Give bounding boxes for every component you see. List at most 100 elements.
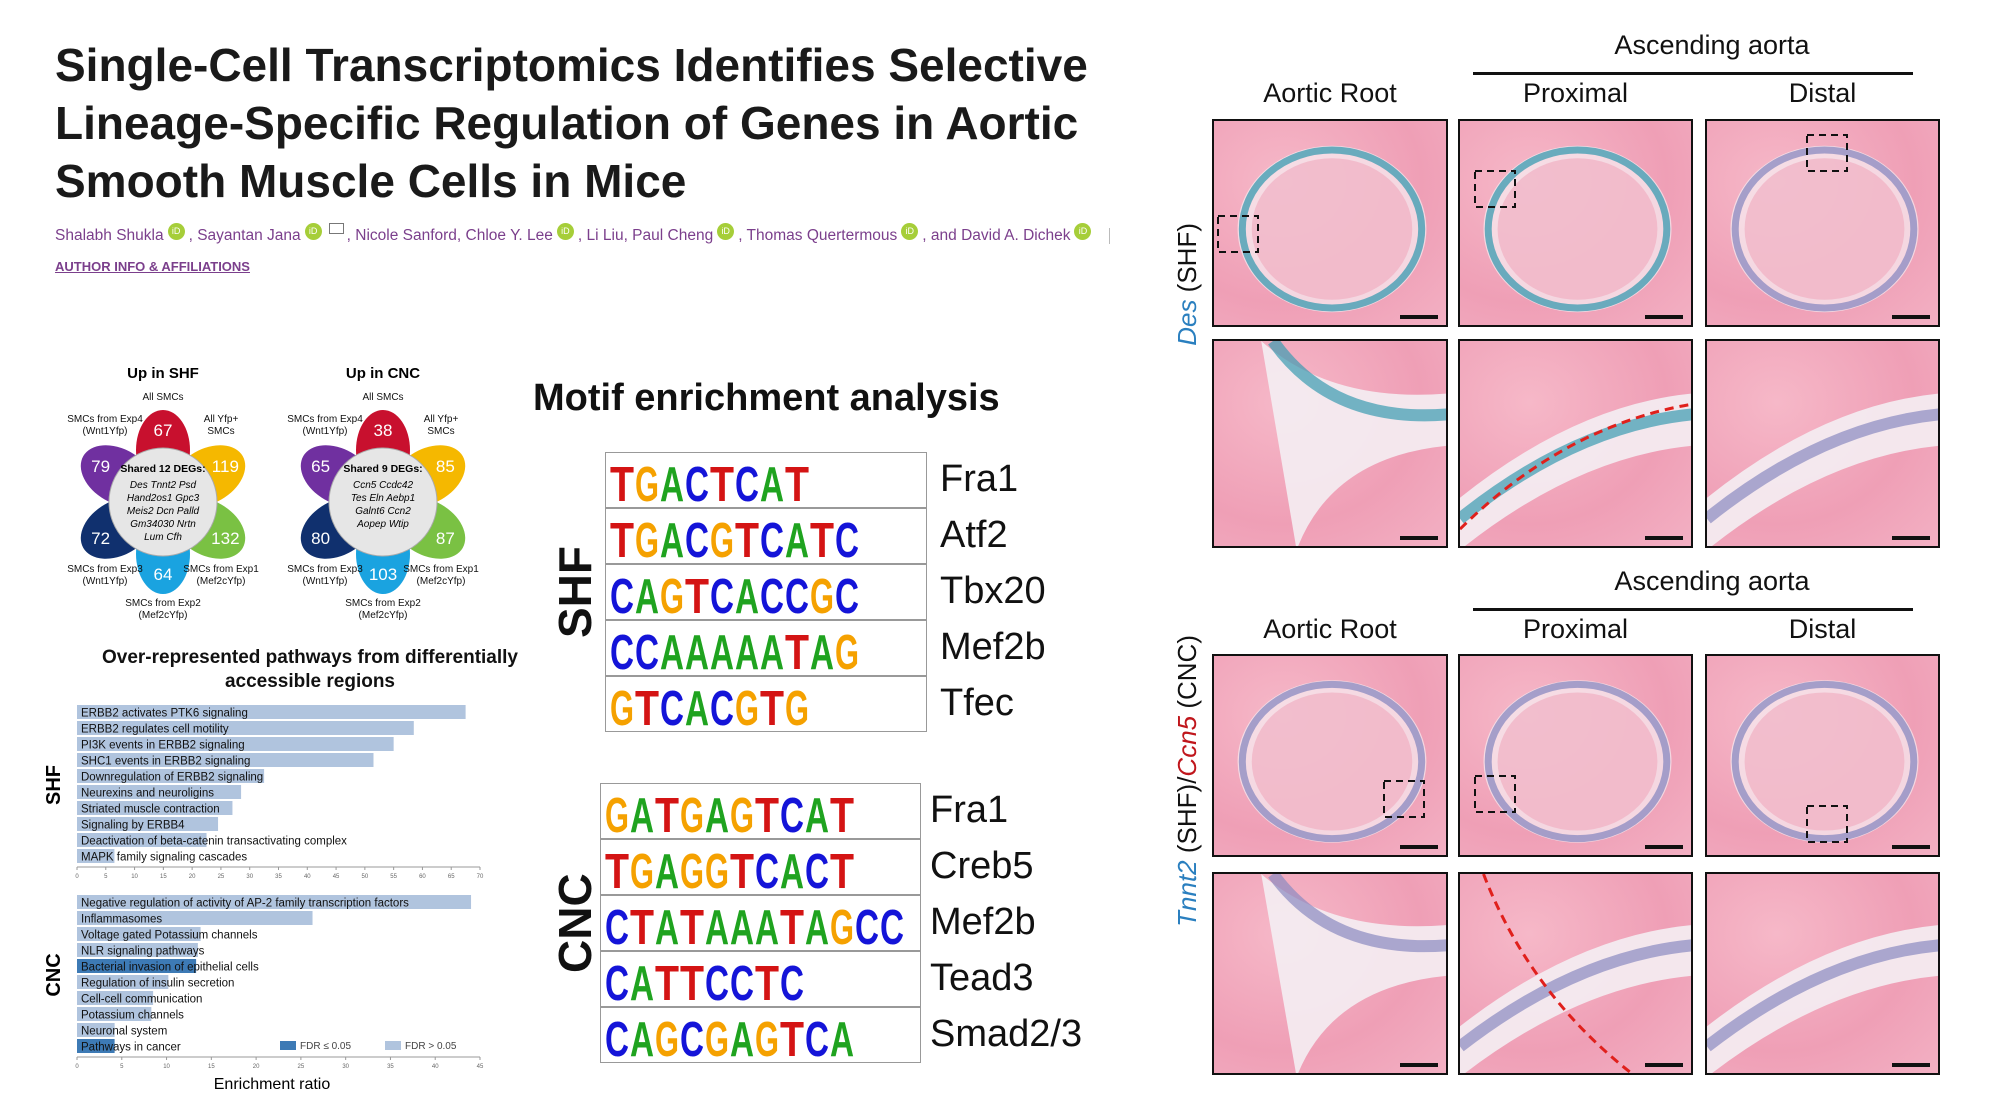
petal-count: 65: [311, 457, 330, 476]
motif-letter: A: [630, 1012, 654, 1060]
author-info-link[interactable]: AUTHOR INFO & AFFILIATIONS: [55, 259, 250, 274]
x-tick-label: 70: [477, 874, 484, 880]
x-tick-label: 45: [477, 1064, 484, 1070]
bar: [77, 959, 197, 973]
boundary-line: [1482, 874, 1634, 1073]
motif-letter: C: [710, 681, 734, 729]
gene-label: Des: [1172, 299, 1202, 346]
motif-name: Fra1: [940, 458, 1019, 500]
author-link[interactable]: Li Liu, Paul Cheng: [586, 227, 714, 244]
shared-title: Shared 9 DEGs:: [343, 463, 422, 475]
scale-bar: [1400, 1063, 1438, 1067]
motif-letter: A: [785, 513, 809, 561]
shared-gene-line: Des Tnnt2 Psd: [130, 480, 197, 491]
venn-center-circle: [328, 447, 438, 557]
bar: [77, 927, 201, 941]
gene-label: Ccn5: [1172, 715, 1202, 777]
x-tick-label: 50: [362, 874, 369, 880]
motif-name: Tead3: [930, 957, 1034, 999]
x-tick-label: 65: [448, 874, 455, 880]
bar: [77, 833, 207, 847]
author-link[interactable]: Thomas Quertermous: [746, 227, 898, 244]
motif-name: Tbx20: [940, 570, 1046, 612]
x-tick-label: 40: [432, 1064, 439, 1070]
x-tick-label: 20: [189, 874, 196, 880]
orcid-icon[interactable]: iD: [901, 222, 919, 240]
motif-letter: G: [635, 513, 659, 561]
motif-letter: C: [730, 956, 754, 1004]
zoom-region-box: [1217, 215, 1259, 253]
motif-name: Mef2b: [930, 901, 1036, 943]
x-tick-label: 45: [333, 874, 340, 880]
orcid-icon[interactable]: iD: [1074, 222, 1092, 240]
column-header: Distal: [1788, 614, 1857, 644]
motif-letter: C: [605, 900, 629, 948]
column-header: Aortic Root: [1263, 614, 1397, 644]
petal-count: 80: [311, 529, 330, 548]
shared-gene-line: Tes Eln Aebp1: [351, 493, 415, 504]
motif-letter: C: [855, 900, 879, 948]
bar: [77, 1007, 152, 1021]
motif-letter: A: [755, 900, 779, 948]
scale-bar: [1400, 315, 1438, 319]
email-icon[interactable]: [328, 222, 344, 234]
motif-letter: C: [735, 457, 759, 505]
histology-zoom-image: [1212, 872, 1448, 1075]
author-link[interactable]: Shalabh Shukla: [55, 227, 164, 244]
author-link[interactable]: Sayantan Jana: [197, 227, 301, 244]
motif-name: Atf2: [940, 514, 1008, 556]
motif-letter: A: [805, 900, 829, 948]
x-tick-label: 30: [342, 1064, 349, 1070]
petal-label: SMCs from Exp2 (Mef2cYfp): [345, 598, 421, 621]
bar: [77, 705, 466, 719]
x-tick-label: 0: [75, 874, 79, 880]
motif-letter: C: [805, 1012, 829, 1060]
scale-bar: [1645, 845, 1683, 849]
motif-letter: G: [630, 844, 654, 892]
bar-label: ERBB2 regulates cell motility: [81, 724, 229, 736]
bar: [77, 975, 169, 989]
x-tick-label: 35: [275, 874, 282, 880]
orcid-icon[interactable]: iD: [556, 222, 574, 240]
motif-letter: C: [805, 844, 829, 892]
motif-group-label: SHF: [549, 546, 601, 638]
motif-letter: A: [635, 569, 659, 617]
bar: [77, 991, 154, 1005]
motif-letter: A: [730, 900, 754, 948]
x-tick-label: 55: [390, 874, 397, 880]
venn-title: Up in CNC: [346, 365, 420, 382]
author-link[interactable]: Nicole Sanford, Chloe Y. Lee: [355, 227, 553, 244]
motif-letter: A: [655, 900, 679, 948]
label-text: (SHF)/: [1172, 776, 1202, 861]
scale-bar: [1645, 536, 1683, 540]
bar-label: Deactivation of beta-catenin transactiva…: [81, 836, 347, 848]
venn-title: Up in SHF: [127, 365, 199, 382]
author-link[interactable]: and David A. Dichek: [930, 227, 1071, 244]
orcid-icon[interactable]: iD: [717, 222, 735, 240]
orcid-icon[interactable]: iD: [167, 222, 185, 240]
zoom-region-box: [1806, 134, 1848, 172]
motif-letter: T: [610, 513, 634, 561]
petal-count: 64: [154, 565, 173, 584]
petal-label: SMCs from Exp1 (Mef2cYfp): [183, 564, 259, 587]
motif-letter: G: [810, 569, 834, 617]
petal-label: All Yfp+ SMCs: [203, 414, 239, 437]
group-header-line: [1473, 72, 1913, 75]
motif-letter: A: [805, 788, 829, 836]
motif-letter: G: [710, 513, 734, 561]
motif-letter: C: [880, 900, 904, 948]
x-tick-label: 20: [253, 1064, 260, 1070]
x-tick-label: 5: [120, 1064, 124, 1070]
petal-label: All Yfp+ SMCs: [423, 414, 459, 437]
bar-label: Potassium channels: [81, 1010, 184, 1022]
orcid-icon[interactable]: iD: [304, 222, 322, 240]
petal-label: SMCs from Exp3 (Wnt1Yfp): [287, 564, 363, 587]
scale-bar: [1892, 536, 1930, 540]
pathway-chart-title: Over-represented pathways from different…: [101, 647, 518, 692]
motif-letter: T: [735, 513, 759, 561]
